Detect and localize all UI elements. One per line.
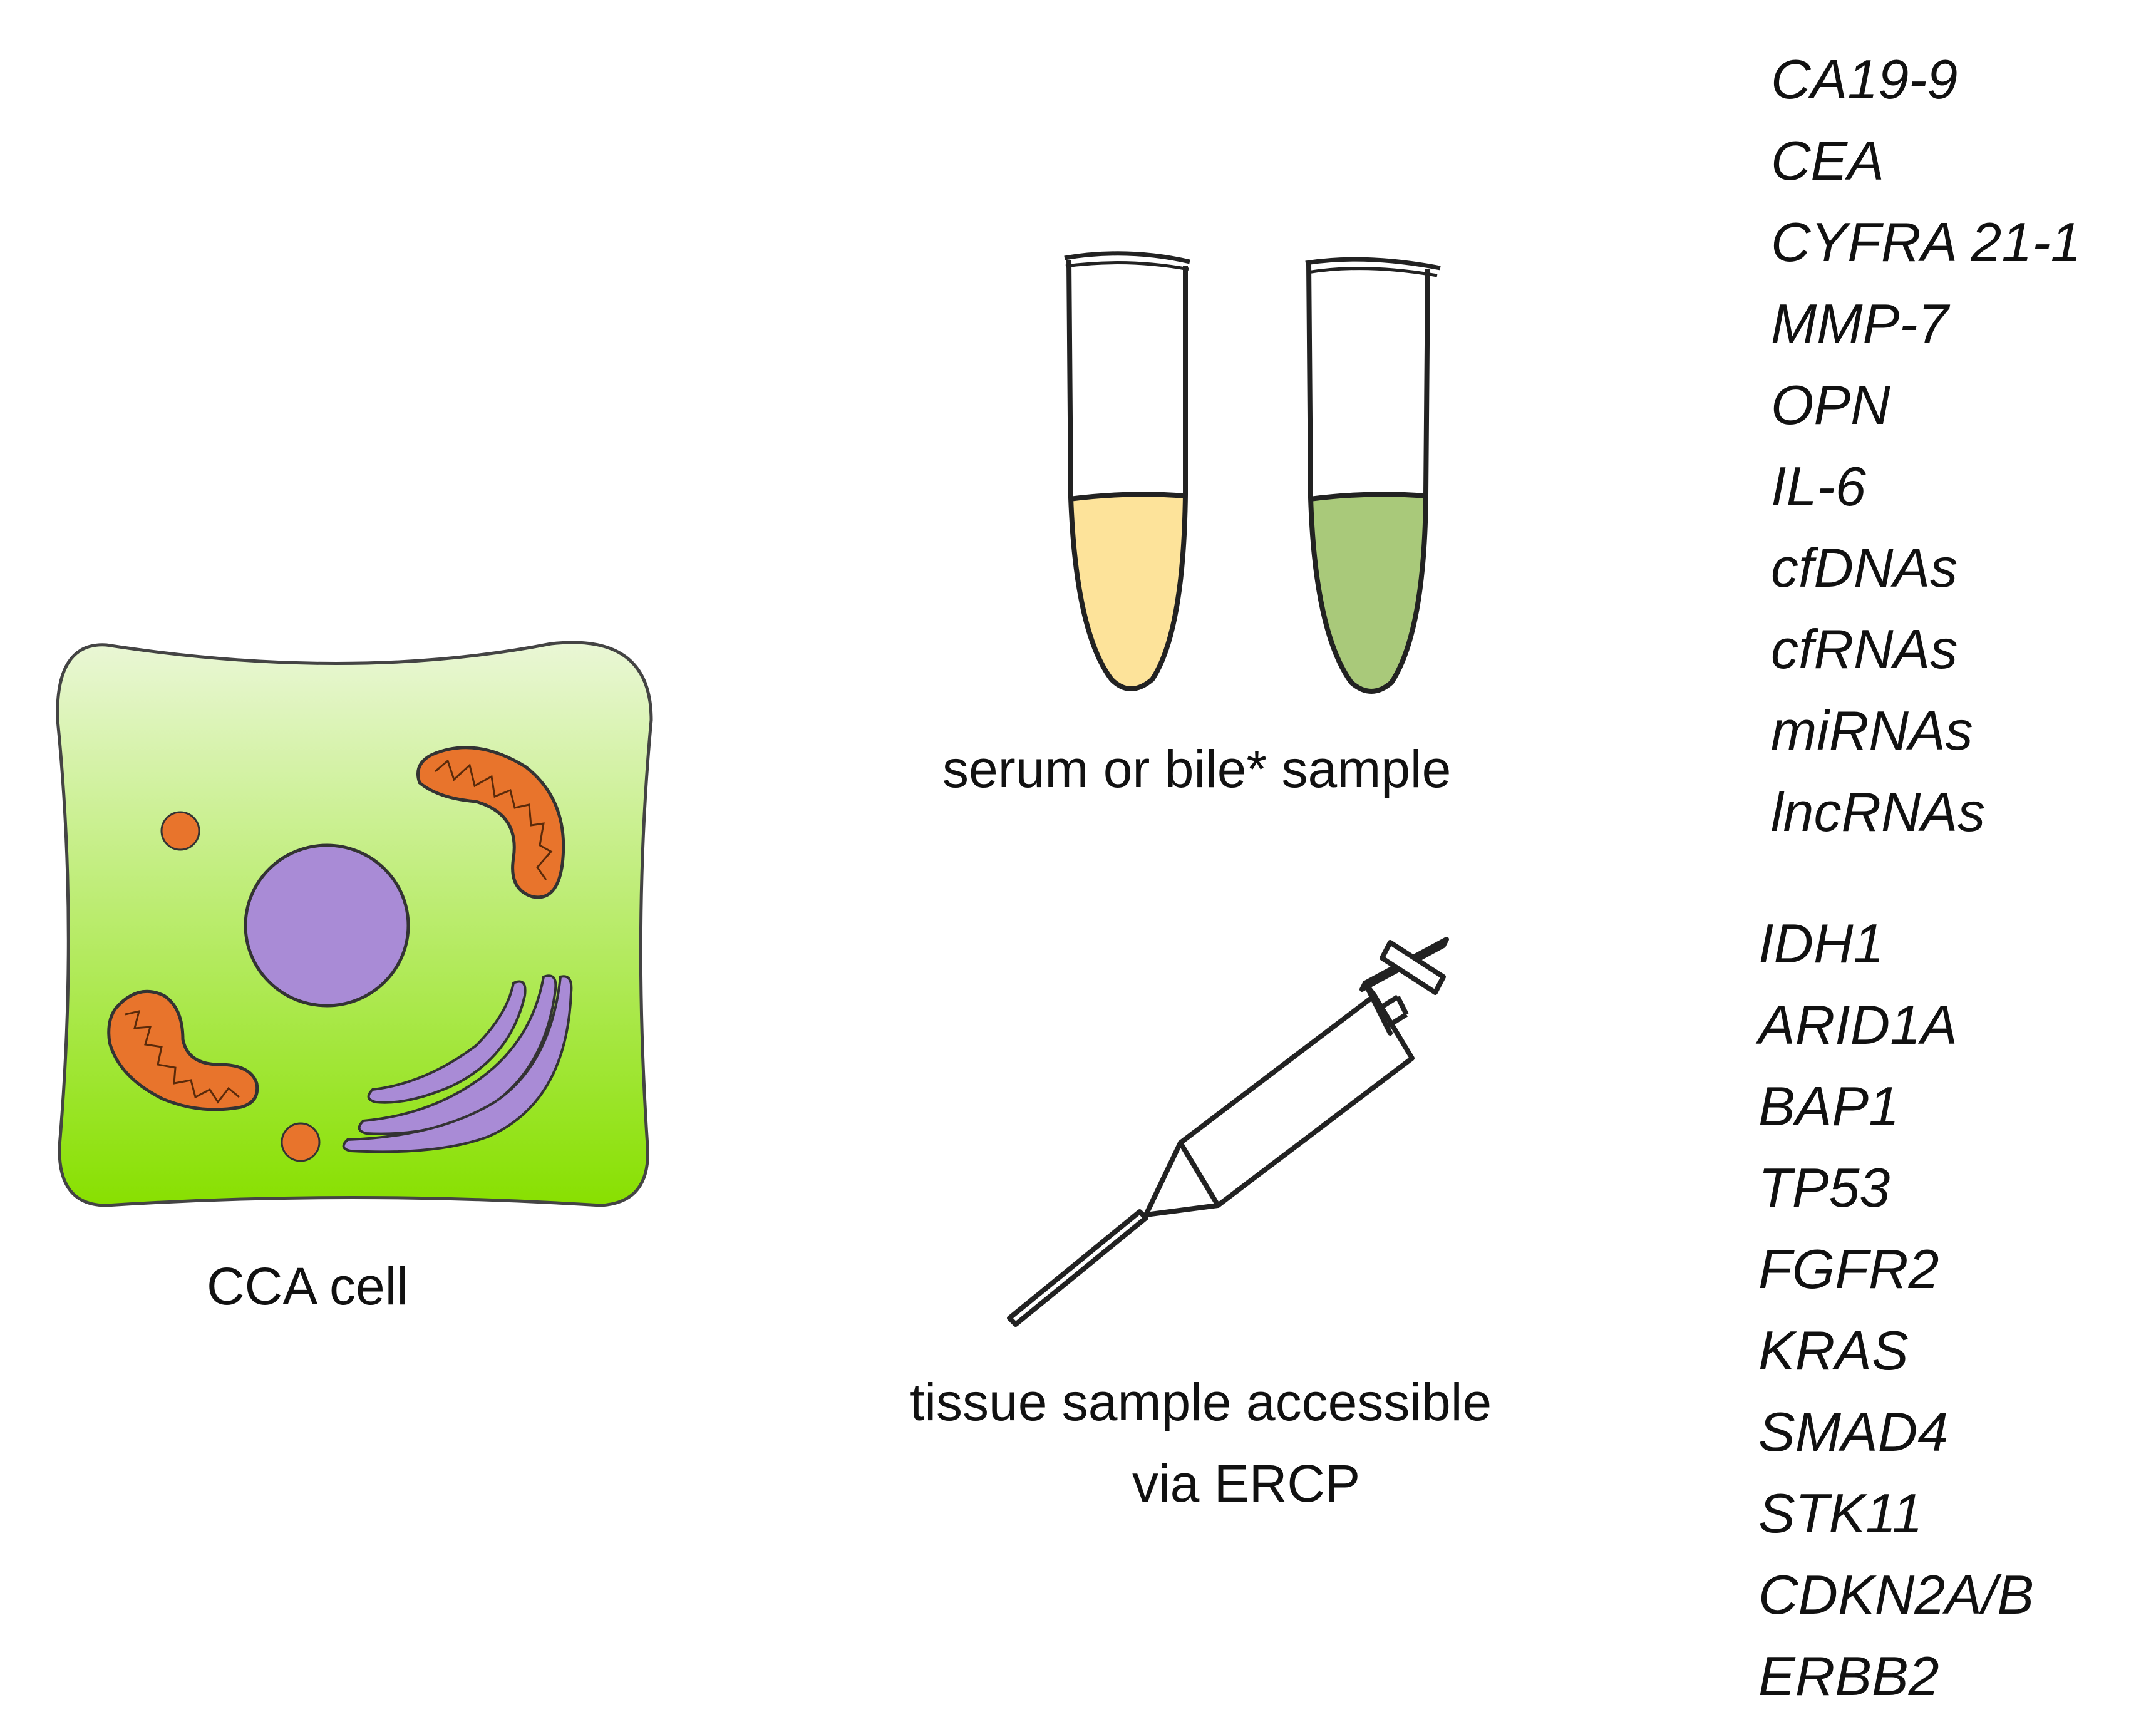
biomarker-item: KRAS <box>1758 1319 1909 1381</box>
syringe-icon <box>1007 937 1449 1327</box>
vesicle-icon <box>160 811 200 851</box>
biomarker-item: cfDNAs <box>1771 537 1958 599</box>
tissue-sample-label: tissue sample accessible <box>910 1373 1492 1431</box>
fluid-biomarker-list: CA19-9 CEA CYFRA 21-1 MMP-7 OPN IL-6 cfD… <box>1771 39 2081 853</box>
biomarker-item: ERBB2 <box>1758 1645 1939 1707</box>
biomarker-item: OPN <box>1771 374 1890 436</box>
biomarker-item: IL-6 <box>1771 455 1866 517</box>
biomarker-item: ARID1A <box>1758 994 1957 1056</box>
vesicle-icon <box>281 1122 321 1162</box>
serum-tube-icon <box>1064 251 1190 691</box>
biomarker-item: SMAD4 <box>1758 1401 1949 1463</box>
biomarker-item: STK11 <box>1758 1482 1923 1544</box>
tissue-biomarker-list: IDH1 ARID1A BAP1 TP53 FGFR2 KRAS SMAD4 S… <box>1758 903 2034 1717</box>
golgi-icon <box>342 974 573 1153</box>
fluid-sample-label: serum or bile* sample <box>942 740 1452 798</box>
nucleus-icon <box>244 843 410 1008</box>
bile-tube-icon <box>1305 257 1441 694</box>
biomarker-item: cfRNAs <box>1771 618 1958 680</box>
mitochondrion-icon <box>416 746 565 899</box>
biomarker-item: CDKN2A/B <box>1758 1564 2035 1626</box>
biomarker-item: MMP-7 <box>1771 292 1949 354</box>
tissue-sample-label-line2: via ERCP <box>1132 1454 1361 1513</box>
biomarker-item: FGFR2 <box>1758 1238 1939 1300</box>
biomarker-item: miRNAs <box>1771 699 1973 761</box>
biomarker-item: IDH1 <box>1758 912 1884 974</box>
biomarker-item: CEA <box>1771 130 1884 192</box>
biomarker-item: CA19-9 <box>1771 48 1958 110</box>
mitochondrion-icon <box>107 989 259 1111</box>
biomarker-item: CYFRA 21-1 <box>1771 211 2081 273</box>
biomarker-item: TP53 <box>1758 1157 1890 1219</box>
biomarker-item: BAP1 <box>1758 1075 1900 1137</box>
biomarker-item: lncRNAs <box>1771 781 1986 843</box>
cca-cell-icon <box>56 641 653 1207</box>
cca-cell-label: CCA cell <box>207 1257 409 1316</box>
